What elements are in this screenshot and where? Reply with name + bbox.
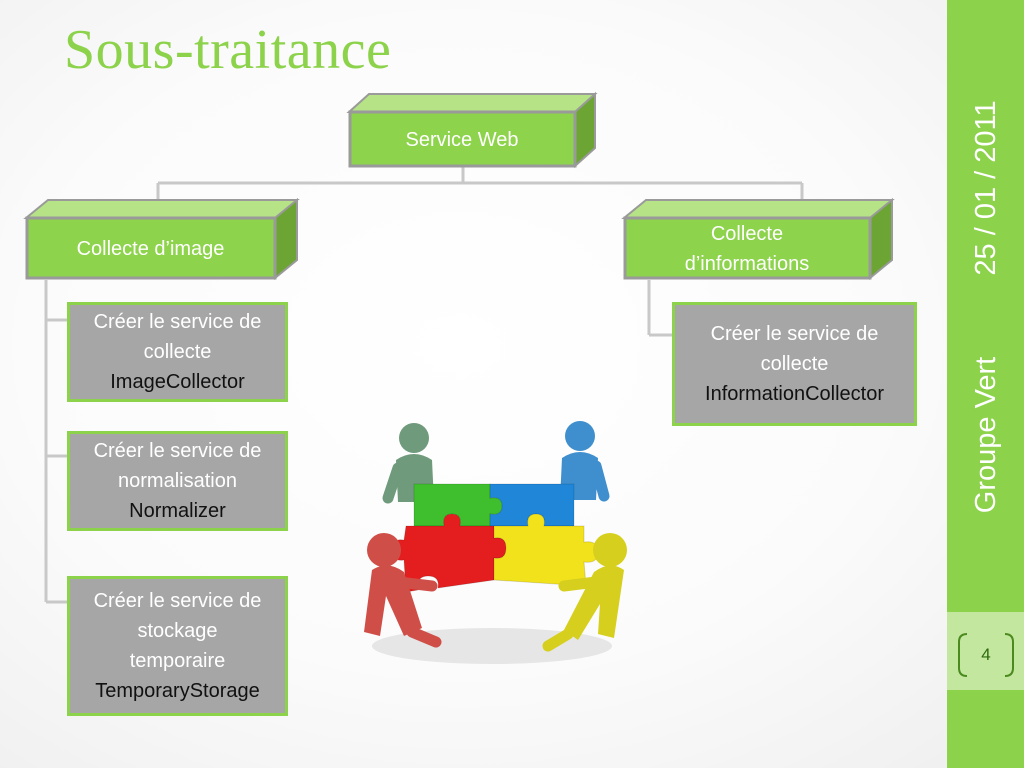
- branch-node-collecte-informations: Collecte d’informations: [621, 197, 895, 281]
- task-line: Créer le service de: [93, 311, 262, 333]
- branch-node-collecte-image: Collecte d’image: [23, 197, 300, 281]
- root-node-service-web: Service Web: [346, 91, 598, 169]
- task-image-collector: Créer le service de collecte ImageCollec…: [67, 302, 288, 402]
- branch-right-label: Collecte d’informations: [624, 218, 870, 280]
- task-line: Créer le service de: [93, 440, 262, 462]
- task-line: temporaire: [129, 650, 226, 672]
- slide-date: 25 / 01 / 2011: [970, 100, 1002, 276]
- task-code: InformationCollector: [705, 383, 884, 405]
- page-number-bracket-icon: [958, 633, 1014, 677]
- branch-right-label-line2: d’informations: [684, 253, 810, 275]
- yellow-figure: [542, 533, 627, 652]
- slide-title: Sous-traitance: [64, 19, 392, 81]
- task-line: stockage: [137, 620, 218, 642]
- task-temporary-storage: Créer le service de stockage temporaire …: [67, 576, 288, 716]
- branch-right-label-line1: Collecte: [710, 223, 784, 245]
- root-node-3d-shape: [346, 91, 598, 169]
- task-code: Normalizer: [129, 500, 226, 522]
- task-line: Créer le service de: [93, 590, 262, 612]
- branch-left-label: Collecte d’image: [76, 238, 225, 260]
- red-figure: [364, 533, 442, 648]
- task-line: collecte: [143, 341, 212, 363]
- task-line: Créer le service de: [710, 323, 879, 345]
- task-code: ImageCollector: [110, 371, 245, 393]
- task-information-collector: Créer le service de collecte Information…: [672, 302, 917, 426]
- puzzle-team-icon: [364, 421, 627, 664]
- task-line: collecte: [760, 353, 829, 375]
- task-code: TemporaryStorage: [95, 680, 260, 702]
- task-normalizer: Créer le service de normalisation Normal…: [67, 431, 288, 531]
- branch-right-3d-shape: [621, 197, 895, 281]
- branch-left-3d-shape: [23, 197, 300, 281]
- group-name: Groupe Vert: [970, 356, 1002, 514]
- page-number: 4: [981, 645, 991, 664]
- task-line: normalisation: [118, 470, 237, 492]
- root-node-label: Service Web: [405, 129, 519, 151]
